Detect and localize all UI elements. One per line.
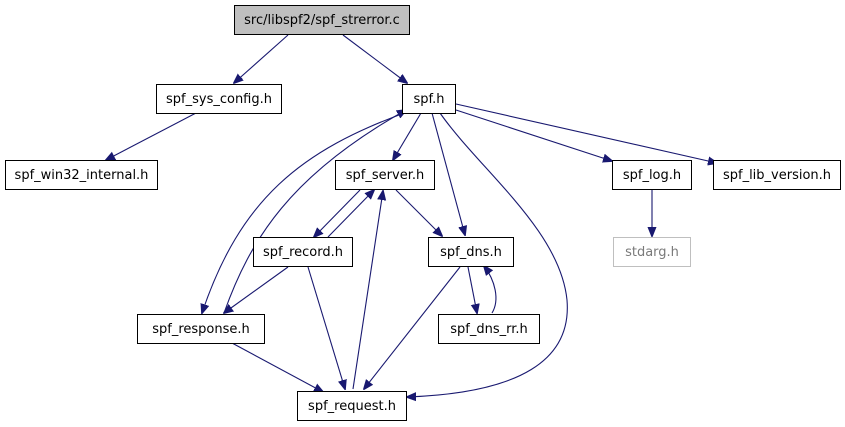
edge-spf-to-request xyxy=(407,112,568,397)
edge-spf-to-log xyxy=(455,109,612,161)
node-spf-log-h[interactable]: spf_log.h xyxy=(612,160,692,190)
edge-record-to-request xyxy=(307,266,345,389)
edge-request-to-server xyxy=(352,191,383,390)
edge-dns-rr-to-dns xyxy=(484,266,497,314)
node-spf-dns-h[interactable]: spf_dns.h xyxy=(428,237,514,267)
edge-server-to-dns xyxy=(395,189,442,236)
edge-dns-to-dns-rr xyxy=(467,266,477,313)
node-spf-server-h[interactable]: spf_server.h xyxy=(335,160,435,190)
node-spf-strerror-c[interactable]: src/libspf2/spf_strerror.c xyxy=(234,5,410,35)
edge-response-to-request xyxy=(231,342,323,392)
edge-strerror-to-sys-config xyxy=(234,34,289,83)
node-spf-sys-config-h[interactable]: spf_sys_config.h xyxy=(156,84,282,114)
edge-spf-to-lib-version xyxy=(455,103,717,163)
edge-strerror-to-spf xyxy=(342,34,407,83)
edge-spf-to-server xyxy=(393,112,422,160)
edge-response-to-spf xyxy=(223,110,406,314)
edge-spf-to-response xyxy=(202,110,411,313)
node-spf-h[interactable]: spf.h xyxy=(402,84,456,114)
edge-sys-config-to-win32 xyxy=(106,112,197,160)
node-spf-record-h[interactable]: spf_record.h xyxy=(253,237,353,267)
node-spf-win32-internal-h[interactable]: spf_win32_internal.h xyxy=(5,160,158,190)
node-stdarg-h[interactable]: stdarg.h xyxy=(613,237,691,267)
node-spf-dns-rr-h[interactable]: spf_dns_rr.h xyxy=(438,314,540,344)
node-spf-lib-version-h[interactable]: spf_lib_version.h xyxy=(713,160,841,190)
node-spf-request-h[interactable]: spf_request.h xyxy=(297,391,407,421)
edge-record-to-response xyxy=(224,266,289,313)
edge-spf-to-dns xyxy=(431,112,465,235)
edge-dns-to-request xyxy=(364,266,461,389)
edge-server-to-record xyxy=(314,189,361,237)
node-spf-response-h[interactable]: spf_response.h xyxy=(137,314,265,344)
edge-record-to-server xyxy=(327,190,374,238)
